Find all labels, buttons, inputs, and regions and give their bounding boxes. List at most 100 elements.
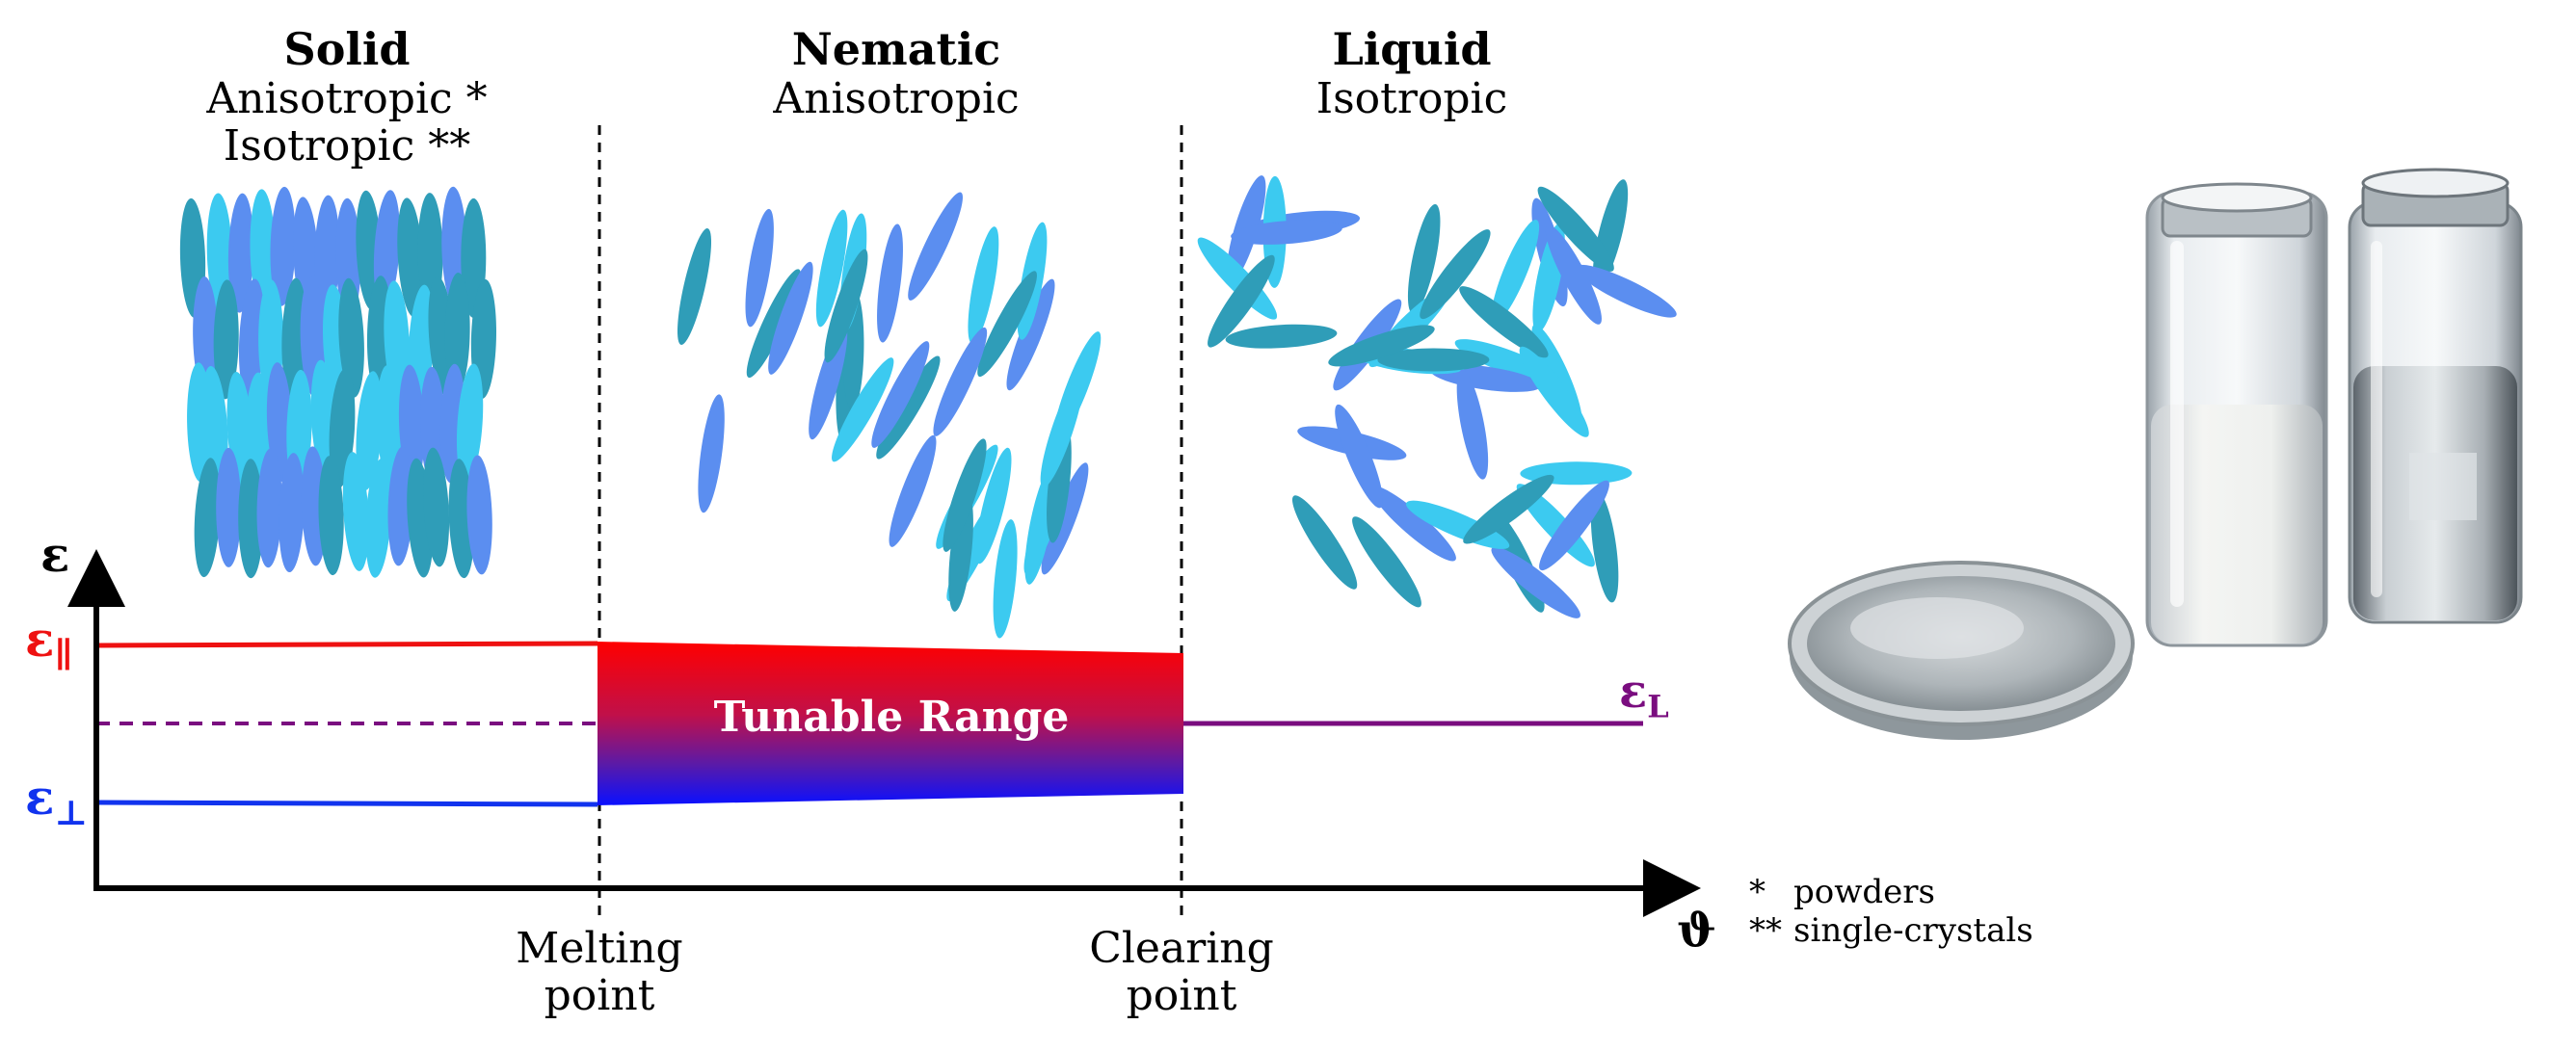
- molecule-shape: [216, 447, 242, 567]
- molecule-shape: [815, 209, 848, 328]
- molecule-shape: [376, 364, 403, 485]
- molecule-shape: [256, 448, 282, 568]
- molecule-shape: [1352, 516, 1421, 608]
- molecule-shape: [809, 324, 848, 440]
- molecule-shape: [824, 249, 868, 363]
- molecule-shape: [908, 192, 963, 301]
- phase-nematic-line-1: Anisotropic: [773, 73, 1020, 123]
- epsilon-perpendicular-label: ε⊥: [25, 769, 88, 833]
- molecule-shape: [213, 279, 239, 400]
- phase-nematic-title: Nematic: [791, 23, 1001, 75]
- molecule-shape: [977, 271, 1037, 378]
- molecule-shape: [270, 186, 296, 306]
- molecule-shape: [768, 261, 813, 375]
- epsilon-parallel-label: ε∥: [25, 611, 73, 675]
- molecule-shape: [1407, 203, 1441, 314]
- molecule-shape: [1590, 491, 1619, 603]
- molecule-shape: [1041, 462, 1089, 575]
- molecule-shape: [1006, 278, 1055, 391]
- molecule-shape: [1225, 324, 1338, 349]
- molecule-shape: [1463, 474, 1554, 544]
- tunable-range-label: Tunable Range: [713, 693, 1070, 742]
- phase-liquid-header: Liquid Isotropic: [1258, 23, 1566, 123]
- molecule-shape: [948, 492, 973, 612]
- clearing-point-line-2: point: [1126, 971, 1237, 1021]
- tunable-range-band: [598, 642, 1183, 805]
- y-axis-symbol: ε: [40, 526, 70, 583]
- molecule-shape: [342, 452, 369, 571]
- molecule-shape: [1516, 484, 1595, 567]
- footnote-single-crystals-mark: **: [1749, 911, 1782, 950]
- molecule-shape: [1491, 546, 1580, 618]
- molecule-shape: [1539, 480, 1609, 571]
- molecule-shape: [423, 447, 450, 567]
- molecule-shape: [194, 458, 221, 578]
- molecule-shape: [746, 269, 801, 379]
- solid-phase-molecules: [179, 186, 496, 579]
- molecule-shape: [933, 327, 988, 436]
- molecule-shape: [1370, 486, 1456, 562]
- molecule-shape: [238, 278, 265, 399]
- molecule-shape: [1545, 224, 1602, 325]
- epsilon-liquid-label: εL: [1619, 665, 1669, 725]
- molecule-shape: [1335, 404, 1383, 509]
- molecule-shape: [877, 223, 903, 343]
- phase-solid-header: Solid Anisotropic * Isotropic **: [193, 23, 501, 171]
- melting-point-line-1: Melting: [516, 924, 683, 973]
- molecule-shape: [1047, 424, 1072, 543]
- molecule-shape: [677, 228, 712, 345]
- molecule-shape: [444, 273, 470, 392]
- molecule-shape: [993, 519, 1018, 639]
- molecule-shape: [1040, 374, 1084, 488]
- molecule-shape: [238, 459, 264, 579]
- epsilon-perpendicular-line: [95, 800, 598, 807]
- epsilon-parallel-line: [95, 641, 598, 648]
- molecule-shape: [1459, 286, 1549, 358]
- phase-liquid-title: Liquid: [1332, 23, 1492, 75]
- molecule-shape: [745, 208, 774, 328]
- phase-liquid-line-1: Isotropic: [1315, 73, 1508, 123]
- molecule-shape: [1377, 348, 1490, 372]
- phase-solid-title: Solid: [283, 23, 411, 75]
- molecule-shape: [1208, 254, 1275, 348]
- molecule-shape: [1491, 220, 1540, 324]
- molecule-shape: [356, 371, 383, 490]
- molecule-shape: [365, 458, 392, 578]
- molecule-shape: [1197, 237, 1278, 320]
- clearing-point-line-1: Clearing: [1089, 924, 1274, 973]
- phase-nematic-header: Nematic Anisotropic: [742, 23, 1050, 123]
- clearing-point-label: Clearing point: [1037, 925, 1326, 1020]
- molecule-shape: [1456, 369, 1489, 480]
- molecule-shape: [201, 365, 228, 486]
- molecule-shape: [1537, 186, 1614, 272]
- molecule-shape: [1519, 346, 1589, 437]
- phase-solid-line-1: Anisotropic *: [206, 73, 488, 123]
- footnote-single-crystals-text: single-crystals: [1793, 911, 2033, 950]
- molecule-shape: [1420, 229, 1491, 320]
- molecule-shape: [387, 446, 413, 566]
- nematic-phase-molecules: [677, 192, 1102, 639]
- melting-point-label: Melting point: [455, 925, 744, 1020]
- phase-solid-line-2: Isotropic **: [223, 120, 471, 171]
- liquid-phase-molecules: [1197, 175, 1677, 618]
- melting-point-line-2: point: [544, 971, 655, 1021]
- epsilon-perpendicular-subscript: ⊥: [54, 793, 88, 833]
- epsilon-parallel-subscript: ∥: [54, 635, 73, 675]
- epsilon-liquid-subscript: L: [1647, 688, 1669, 725]
- molecule-shape: [279, 453, 305, 573]
- molecule-shape: [876, 355, 941, 460]
- footnote-single-crystals: ** single-crystals: [1749, 911, 2033, 951]
- molecule-shape: [397, 197, 424, 318]
- molecule-shape: [832, 357, 894, 462]
- molecule-shape: [1291, 495, 1358, 590]
- molecule-shape: [698, 394, 725, 513]
- molecule-shape: [250, 189, 276, 309]
- molecule-shape: [338, 277, 364, 398]
- x-axis-symbol: ϑ: [1677, 904, 1716, 958]
- footnote-powders-mark: *: [1749, 873, 1766, 911]
- molecule-shape: [281, 277, 307, 398]
- molecule-shape: [871, 341, 930, 448]
- molecule-shape: [318, 456, 344, 576]
- molecule-shape: [456, 363, 484, 484]
